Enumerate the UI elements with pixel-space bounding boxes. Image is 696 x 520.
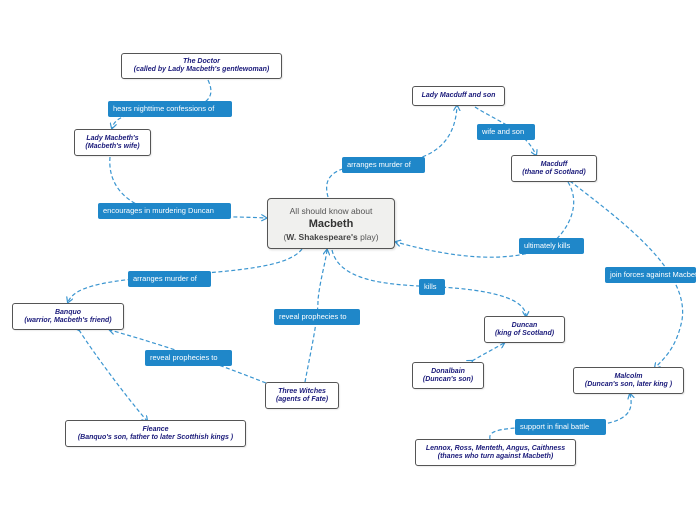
node-donalbain-name: Donalbain — [431, 367, 465, 375]
edge-witches-central — [304, 250, 327, 383]
node-lady-macbeth[interactable]: Lady Macbeth's (Macbeth's wife) — [74, 129, 151, 156]
edge-banquo-fleance — [79, 330, 147, 421]
label-hears-confessions[interactable]: hears nighttime confessions of — [108, 101, 232, 117]
node-banquo-name: Banquo — [54, 308, 82, 316]
node-lady-macbeth-desc: (Macbeth's wife) — [85, 142, 140, 150]
node-duncan-name: Duncan — [511, 321, 538, 329]
label-reveal-prophecies-macbeth[interactable]: reveal prophecies to — [274, 309, 360, 325]
node-fleance[interactable]: Fleance (Banquo's son, father to later S… — [65, 420, 246, 447]
node-malcolm[interactable]: Malcolm (Duncan's son, later king ) — [573, 367, 684, 394]
node-donalbain[interactable]: Donalbain (Duncan's son) — [412, 362, 484, 389]
label-arranges-murder-banquo[interactable]: arranges murder of — [128, 271, 211, 287]
node-macduff-desc: (thane of Scotland) — [522, 168, 586, 176]
node-three-witches-name: Three Witches — [278, 387, 326, 395]
central-subtitle: All should know about — [289, 205, 373, 216]
node-lennox-thanes[interactable]: Lennox, Ross, Menteth, Angus, Caithness … — [415, 439, 576, 466]
edge-central-duncan — [331, 249, 526, 316]
node-lennox-thanes-desc: (thanes who turn against Macbeth) — [437, 452, 554, 460]
edge-malcolm-macduff — [570, 181, 684, 368]
edge-donalbain-duncan — [472, 343, 504, 361]
label-wife-and-son[interactable]: wife and son — [477, 124, 535, 140]
node-duncan-desc: (king of Scotland) — [494, 329, 555, 337]
node-lady-macduff-name: Lady Macduff and son — [421, 92, 496, 99]
node-three-witches[interactable]: Three Witches (agents of Fate) — [265, 382, 339, 409]
central-title: Macbeth — [308, 217, 354, 230]
node-macduff-name: Macduff — [540, 160, 568, 168]
node-donalbain-desc: (Duncan's son) — [422, 375, 474, 383]
node-lady-macbeth-name: Lady Macbeth's — [86, 134, 139, 142]
label-arranges-murder-macduff[interactable]: arranges murder of — [342, 157, 425, 173]
node-lady-macduff[interactable]: Lady Macduff and son — [412, 86, 505, 106]
central-author: (W. Shakespeare's play) — [283, 231, 379, 242]
edge-central-ladymacduff — [326, 106, 457, 198]
node-three-witches-desc: (agents of Fate) — [275, 395, 329, 403]
node-banquo-desc: (warrior, Macbeth's friend) — [24, 316, 112, 324]
label-kills[interactable]: kills — [419, 279, 445, 295]
node-macduff[interactable]: Macduff (thane of Scotland) — [511, 155, 597, 182]
edge-macduff-central — [396, 181, 575, 258]
central-topic[interactable]: All should know about Macbeth (W. Shakes… — [267, 198, 395, 249]
node-fleance-name: Fleance — [142, 425, 169, 433]
label-reveal-prophecies-banquo[interactable]: reveal prophecies to — [145, 350, 232, 366]
node-fleance-desc: (Banquo's son, father to later Scotthish… — [77, 433, 234, 441]
label-join-forces[interactable]: join forces against Macbeth — [605, 267, 696, 283]
node-duncan[interactable]: Duncan (king of Scotland) — [484, 316, 565, 343]
node-lennox-thanes-name: Lennox, Ross, Menteth, Angus, Caithness — [425, 444, 566, 452]
node-doctor-name: The Doctor — [183, 58, 220, 65]
node-doctor-desc: (called by Lady Macbeth's gentlewoman) — [133, 66, 270, 73]
node-malcolm-name: Malcolm — [614, 372, 643, 380]
node-banquo[interactable]: Banquo (warrior, Macbeth's friend) — [12, 303, 124, 330]
node-malcolm-desc: (Duncan's son, later king ) — [584, 380, 673, 388]
label-support-final-battle[interactable]: support in final battle — [515, 419, 606, 435]
label-ultimately-kills[interactable]: ultimately kills — [519, 238, 584, 254]
node-doctor[interactable]: The Doctor (called by Lady Macbeth's gen… — [121, 53, 282, 79]
label-encourages-murder[interactable]: encourages in murdering Duncan — [98, 203, 231, 219]
